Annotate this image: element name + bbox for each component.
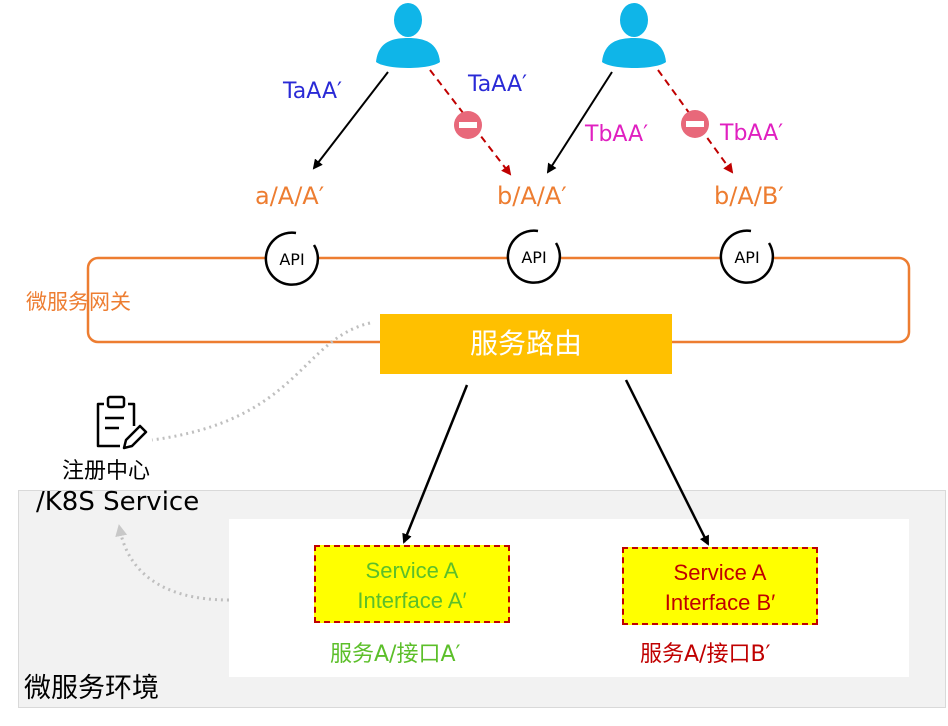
token-user-a-allowed: TaAA′ [283, 79, 342, 104]
service-box-a: Service A Interface A′ [314, 545, 510, 623]
registry-sublabel: /K8S Service [36, 487, 200, 517]
user-icon [602, 3, 666, 68]
deny-icon [681, 110, 709, 138]
path-label: b/A/B′ [714, 182, 784, 210]
api-label: API [279, 250, 305, 269]
path-label: b/A/A′ [497, 182, 567, 210]
service-interface: Interface A′ [357, 588, 467, 613]
deny-icon [454, 111, 482, 139]
arrow-user-a-allowed [312, 71, 389, 170]
gateway-label: 微服务网关 [26, 290, 131, 314]
service-name: Service A [673, 560, 767, 585]
environment-label: 微服务环境 [24, 673, 159, 704]
api-label: API [521, 248, 547, 267]
api-label: API [734, 248, 760, 267]
arrow-router-to-service-a [402, 384, 469, 544]
service-name: Service A [365, 558, 459, 583]
token-user-b-denied: TbAA′ [720, 121, 784, 146]
arrow-user-b-allowed [546, 71, 613, 174]
registry-connector-to-router [151, 321, 371, 442]
arrow-router-to-service-b [624, 379, 710, 546]
api-node-3 [719, 229, 775, 284]
api-node-2 [506, 229, 562, 284]
service-caption-b: 服务A/接口B′ [640, 642, 771, 667]
path-label: a/A/A′ [255, 182, 325, 210]
token-user-b-allowed: TbAA′ [585, 122, 649, 147]
clipboard-icon [96, 395, 148, 450]
service-interface: Interface B′ [664, 590, 776, 615]
service-caption-a: 服务A/接口A′ [330, 642, 461, 667]
token-user-a-denied: TaAA′ [468, 72, 527, 97]
service-router: 服务路由 [380, 314, 672, 374]
api-node-1 [264, 231, 320, 286]
registry-connector-from-services [115, 524, 230, 602]
user-icon [376, 3, 440, 68]
service-box-b: Service A Interface B′ [622, 547, 818, 625]
registry-label: 注册中心 [62, 459, 151, 484]
